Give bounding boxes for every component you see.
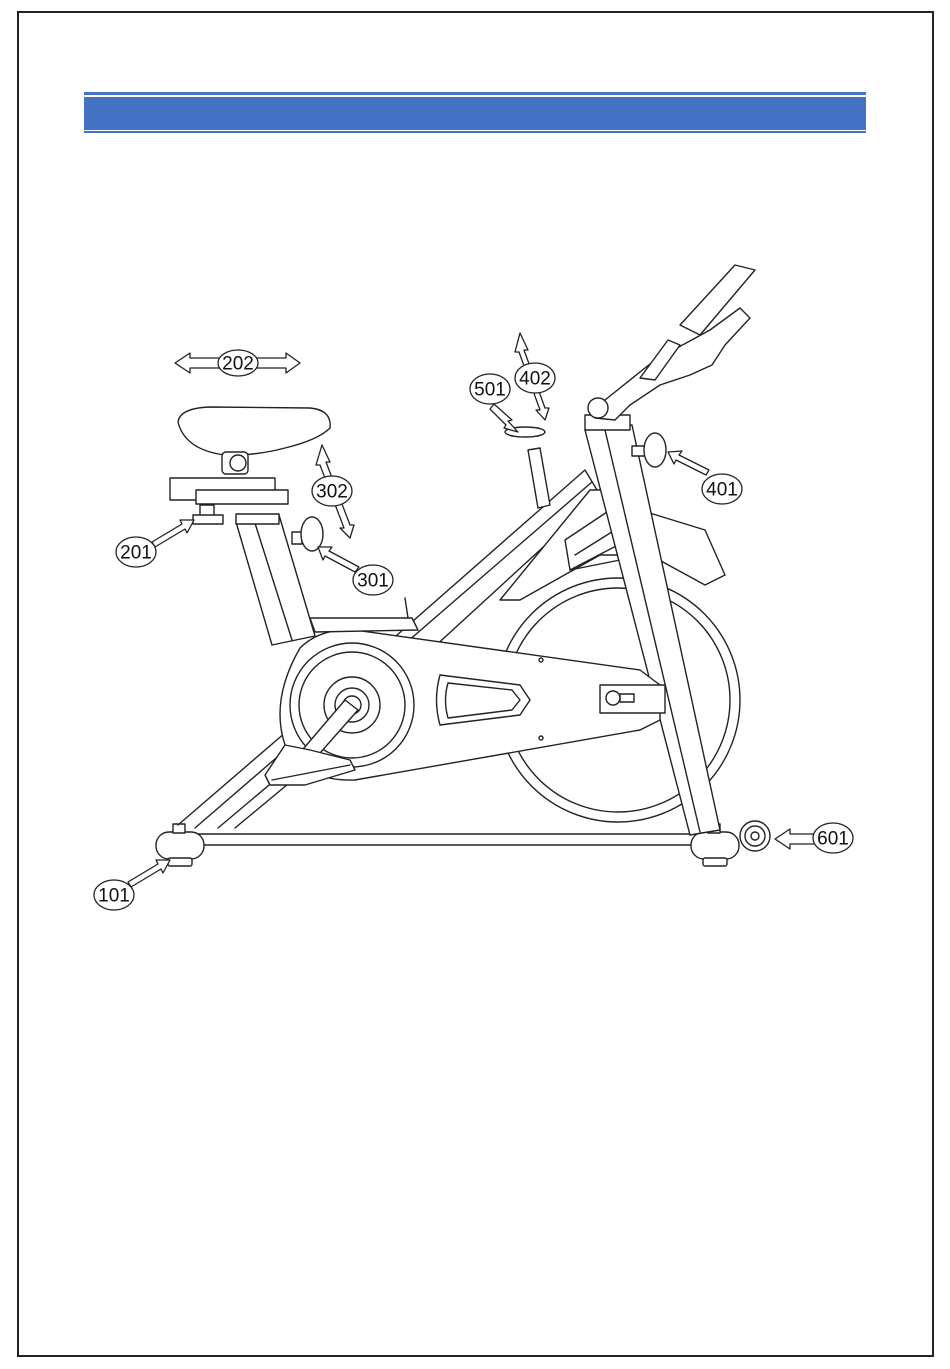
bottle-holder xyxy=(310,598,418,632)
handlebar-console xyxy=(588,265,755,420)
callout-label-301: 301 xyxy=(357,571,389,592)
seat-post-knob xyxy=(292,517,323,551)
resistance-knob-assembly xyxy=(505,427,550,508)
callout-label-402: 402 xyxy=(519,369,551,390)
transport-wheel xyxy=(740,821,770,851)
callout-label-501: 501 xyxy=(474,380,506,401)
callout-arrow-601 xyxy=(775,829,815,849)
callout-label-601: 601 xyxy=(817,829,849,850)
callout-label-202: 202 xyxy=(222,354,254,375)
callout-arrow-101 xyxy=(128,860,170,887)
callout-label-401: 401 xyxy=(706,480,738,501)
callout-arrow-301 xyxy=(318,547,359,572)
seat xyxy=(178,407,330,474)
callout-arrow-501 xyxy=(490,404,518,432)
callout-label-302: 302 xyxy=(316,482,348,503)
callout-label-201: 201 xyxy=(120,543,152,564)
callout-label-101: 101 xyxy=(98,886,130,907)
callout-arrow-201 xyxy=(152,520,194,547)
base-rail xyxy=(190,834,705,845)
chain-guard-knob xyxy=(600,685,665,713)
callout-arrow-401 xyxy=(668,451,709,475)
